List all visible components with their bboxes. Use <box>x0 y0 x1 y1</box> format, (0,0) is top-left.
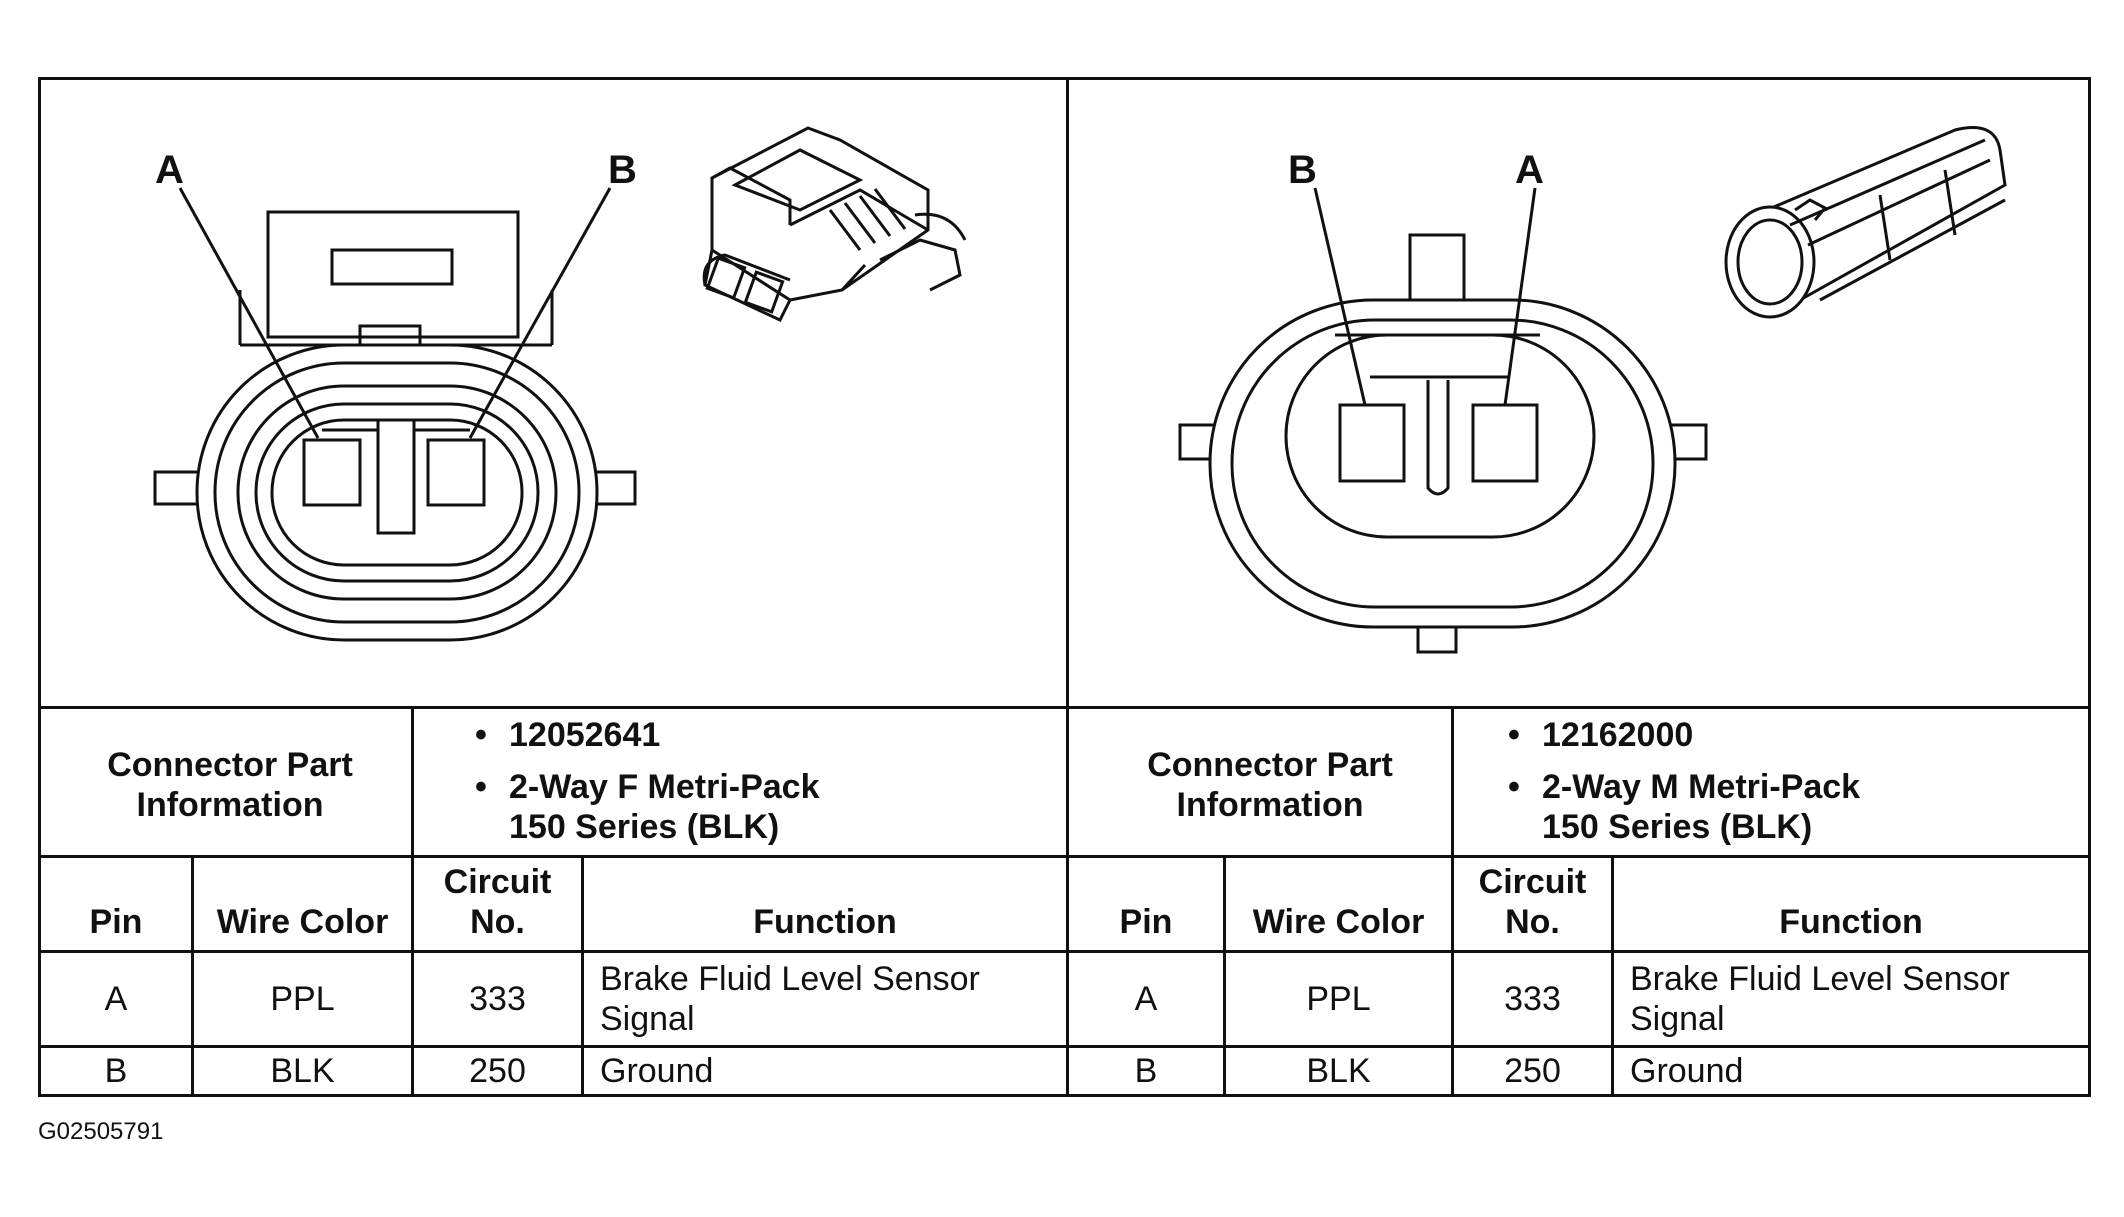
left-header-pin: Pin <box>89 903 143 941</box>
right-connector-face <box>1178 233 1708 654</box>
left-col-divider-3 <box>581 855 584 1097</box>
callout-line-a-right <box>1503 187 1537 406</box>
right-row-b-function: Ground <box>1630 1052 1744 1090</box>
right-part-number: 12162000 <box>1508 715 1860 755</box>
right-row-a-pin: A <box>1134 980 1158 1018</box>
right-connector-iso <box>1724 126 2007 319</box>
left-connector-face <box>153 210 637 642</box>
right-row-a-circuit: 333 <box>1504 980 1561 1018</box>
left-row-b-wire-color: BLK <box>270 1052 335 1090</box>
right-col-divider-1 <box>1223 855 1226 1097</box>
right-header-circuit: Circuit No. <box>1478 863 1587 941</box>
left-row-a-function: Brake Fluid Level Sensor Signal <box>600 960 980 1038</box>
right-header-pin: Pin <box>1119 903 1173 941</box>
left-connector-info-label: Connector Part Information <box>107 746 353 824</box>
diagram-frame <box>38 77 2091 1097</box>
right-row-a-function: Brake Fluid Level Sensor Signal <box>1630 960 2010 1038</box>
left-row-a-pin: A <box>104 980 128 1018</box>
left-connector-iso <box>702 126 967 322</box>
center-divider <box>1066 77 1069 1097</box>
left-row-b-circuit: 250 <box>469 1052 526 1090</box>
right-part-desc-line1: 2-Way M Metri-Pack <box>1508 767 1860 807</box>
left-info-divider <box>411 706 414 1097</box>
right-connector-info-label: Connector Part Information <box>1147 746 1393 824</box>
right-col-divider-3 <box>1611 855 1614 1097</box>
callout-b-left: B <box>608 148 637 192</box>
callout-line-b-left <box>468 187 612 439</box>
left-row-b-function: Ground <box>600 1052 714 1090</box>
right-header-function: Function <box>1779 903 1923 941</box>
right-part-desc-line2: 150 Series (BLK) <box>1542 808 1813 846</box>
left-header-circuit: Circuit No. <box>443 863 552 941</box>
left-part-info: 12052641 2-Way F Metri-Pack 150 Series (… <box>475 715 820 847</box>
right-row-b-wire-color: BLK <box>1306 1052 1371 1090</box>
row-a-bottom-line <box>38 1045 2091 1048</box>
right-row-a-wire-color: PPL <box>1306 980 1371 1018</box>
callout-line-b-right <box>1313 187 1367 406</box>
table-top-line <box>38 706 2091 709</box>
right-row-b-circuit: 250 <box>1504 1052 1561 1090</box>
header-bottom-line <box>38 950 2091 953</box>
left-row-a-wire-color: PPL <box>270 980 335 1018</box>
left-header-wire-color: Wire Color <box>216 903 389 941</box>
figure-id: G02505791 <box>38 1118 164 1145</box>
right-info-divider <box>1451 706 1454 1097</box>
left-part-desc-line1: 2-Way F Metri-Pack <box>475 767 820 807</box>
callout-a-right: A <box>1515 148 1544 192</box>
left-col-divider-1 <box>191 855 194 1097</box>
right-row-b-pin: B <box>1134 1052 1158 1090</box>
left-part-desc-line2: 150 Series (BLK) <box>509 808 780 846</box>
right-part-info: 12162000 2-Way M Metri-Pack 150 Series (… <box>1508 715 1860 847</box>
callout-a-left: A <box>155 148 184 192</box>
callout-line-a-left <box>178 187 320 439</box>
left-row-a-circuit: 333 <box>469 980 526 1018</box>
left-part-number: 12052641 <box>475 715 820 755</box>
part-info-bottom-line <box>38 855 2091 858</box>
left-header-function: Function <box>753 903 897 941</box>
left-row-b-pin: B <box>104 1052 128 1090</box>
callout-b-right: B <box>1288 148 1317 192</box>
right-header-wire-color: Wire Color <box>1252 903 1425 941</box>
